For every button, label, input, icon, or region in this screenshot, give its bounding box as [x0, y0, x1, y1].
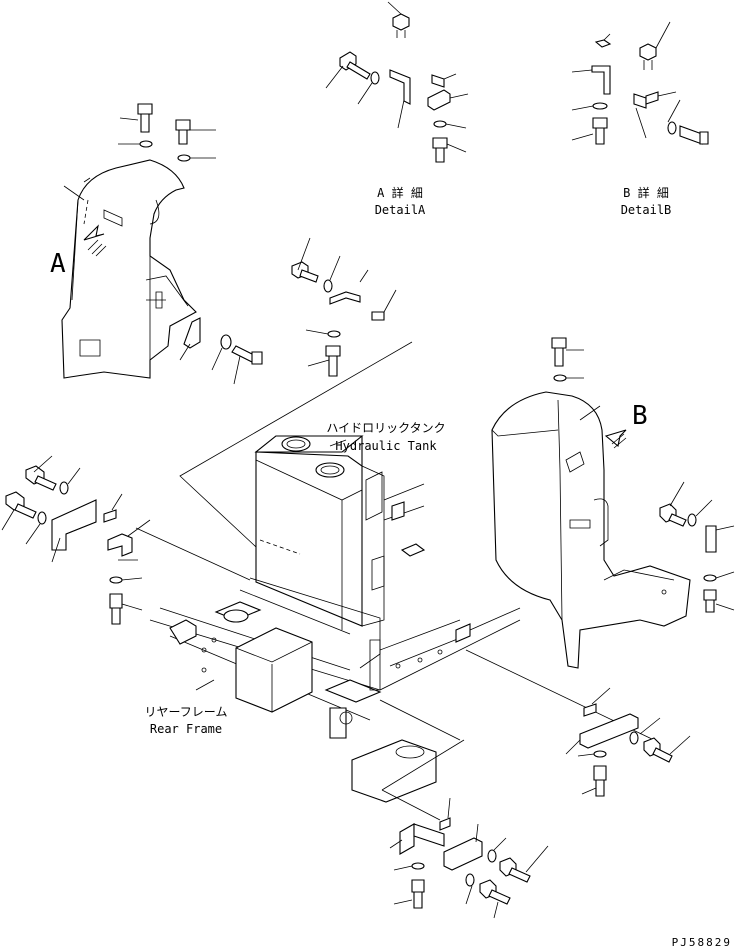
detail-a-washer [370, 71, 380, 85]
marker-a: A [50, 249, 66, 279]
left-mid-parts [1, 455, 251, 625]
drawing-number: PJ58829 [672, 936, 732, 949]
left-side-cover [61, 159, 197, 379]
detail-a-leader [179, 341, 413, 561]
left-cover-group: A [50, 103, 263, 385]
detail-a-bracket [389, 69, 411, 105]
rear-frame-en: Rear Frame [150, 722, 222, 736]
right-cover-group: B [491, 337, 735, 669]
rear-frame-jp: リヤーフレーム [145, 705, 228, 719]
rear-frame: リヤーフレーム Rear Frame [145, 577, 521, 803]
detail-b-title-jp: B 詳 細 [623, 185, 669, 200]
bottom-right-parts [565, 687, 691, 797]
arrow-a-icon [83, 224, 105, 241]
mid-top-parts [291, 237, 397, 377]
detail-b-group: B 詳 細 DetailB [571, 21, 709, 217]
bottom-centre-parts [381, 739, 549, 919]
marker-b: B [632, 401, 648, 431]
detail-b-bracket [591, 65, 611, 95]
detail-a-group: A 詳 細 DetailA [325, 1, 469, 217]
detail-a-nut [387, 1, 410, 38]
arrow-b-icon [604, 429, 627, 448]
hydraulic-tank-jp: ハイドロリックタンク [326, 421, 445, 435]
detail-a-title-en: DetailA [375, 203, 426, 217]
detail-b-title-en: DetailB [621, 203, 672, 217]
right-side-cover [491, 391, 691, 669]
hydraulic-tank-en: Hydraulic Tank [335, 439, 437, 453]
detail-a-bolt [325, 51, 371, 89]
hydraulic-tank: ハイドロリックタンク Hydraulic Tank [254, 421, 446, 630]
detail-a-title-jp: A 詳 細 [377, 185, 423, 200]
